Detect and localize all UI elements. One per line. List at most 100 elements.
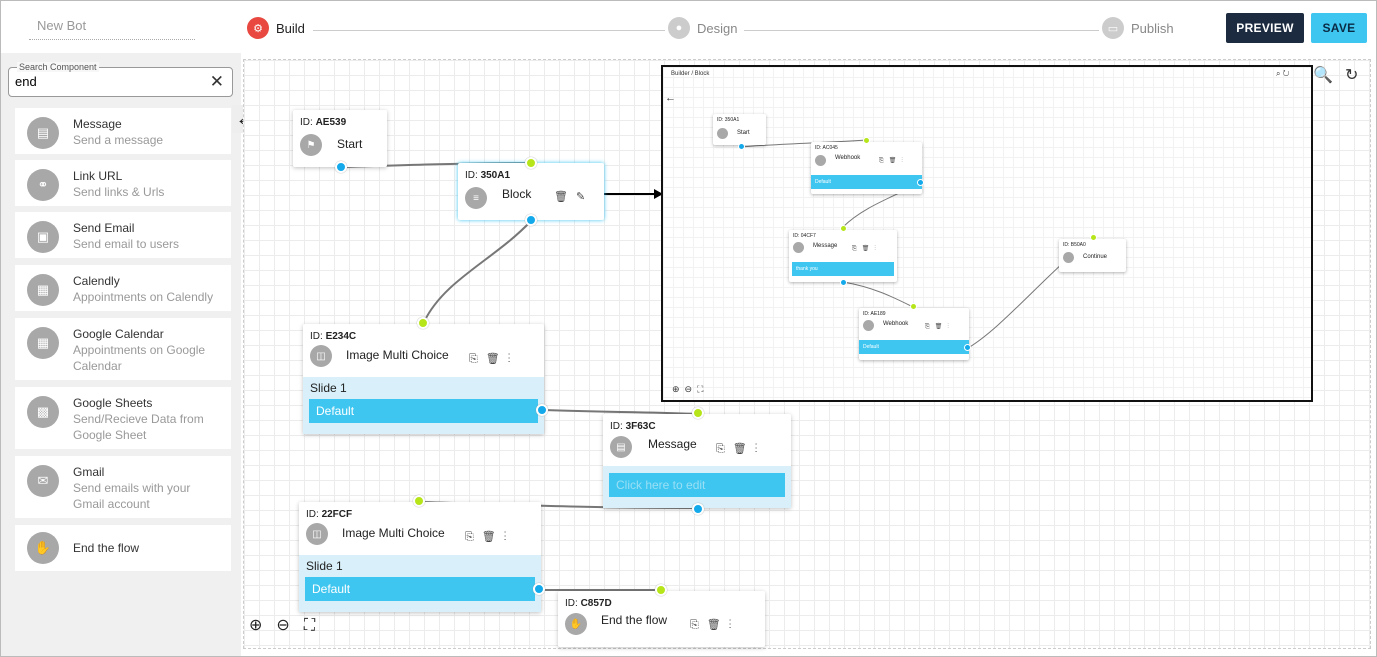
component-subtitle: Send emails with your Gmail account [73,481,191,511]
fit-screen-icon[interactable]: ⛶ [303,617,330,634]
option-bar[interactable]: Default [309,399,538,423]
node-name: Message [648,437,697,451]
input-port[interactable] [655,584,667,596]
component-title: Google Calendar [73,327,164,341]
input-port[interactable] [413,495,425,507]
preview-line [842,281,914,308]
component-subtitle: Appointments on Calendly [73,290,214,304]
node-message[interactable]: ID: 3F63C ▤ Message ⎘🗑⋮ Click here to ed… [603,414,791,508]
message-icon: ▤ [27,117,59,149]
preview-port [840,225,847,232]
node-block[interactable]: ID: 350A1 ≡ Block 🗑✎ [458,163,604,220]
mail-icon: ✉ [27,465,59,497]
component-end-the-flow[interactable]: ✋ End the flow [15,525,231,571]
connection-line [423,220,532,323]
component-subtitle: Send email to users [73,237,180,251]
search-label: Search Component [17,62,99,72]
flag-icon [717,128,728,139]
step-publish-label: Publish [1131,20,1174,36]
preview-node-id: ID: AE189 [863,311,886,317]
node-actions[interactable]: ⎘🗑⋮ [716,443,766,455]
node-actions[interactable]: ⎘🗑⋮ [465,531,515,543]
component-subtitle: Appointments on Google Calendar [73,343,206,373]
node-start[interactable]: ID: AE539 ⚑ Start [293,110,387,167]
option-bar[interactable]: Default [305,577,535,601]
hand-stop-icon: ✋ [565,613,587,635]
preview-node-name: Start [737,130,750,136]
connection-line [543,409,700,415]
save-button[interactable]: SAVE [1311,13,1367,43]
message-edit-field[interactable]: Click here to edit [609,473,785,497]
output-port[interactable] [525,214,537,226]
node-id: ID: C857D [565,598,612,609]
message-icon: ▤ [610,436,632,458]
preview-node-actions: ⎘🗑⋮ [879,158,908,164]
block-preview-panel: Builder / Block ⌕ ↻ ← ID: 350A1 Start ID… [661,65,1313,402]
node-image-multi-choice[interactable]: ID: E234C ◫ Image Multi Choice ⎘🗑⋮ Slide… [303,324,544,434]
step-publish[interactable]: ▭ Publish [1102,17,1174,39]
search-component-field[interactable]: Search Component ✕ [8,62,233,97]
step-connector [744,30,1099,31]
preview-node-message[interactable]: ID: 04CF7 Message ⎘🗑⋮ thank you [789,230,897,282]
input-port[interactable] [525,157,537,169]
preview-port [863,137,870,144]
preview-node-id: ID: 04CF7 [793,233,816,239]
search-icon[interactable]: 🔍 [1313,67,1333,84]
preview-port [840,279,847,286]
node-end-the-flow[interactable]: ID: C857D ✋ End the flow ⎘🗑⋮ [558,591,765,647]
refresh-icon[interactable]: ↻ [1345,67,1359,84]
preview-node-webhook[interactable]: ID: AC045 Webhook ⎘🗑⋮ Default [811,142,922,194]
preview-node-start[interactable]: ID: 350A1 Start [713,114,766,145]
calendar-icon: ▦ [27,327,59,359]
preview-line [740,139,867,148]
zoom-controls: ⊕⊖⛶ [249,615,329,635]
preview-node-continue[interactable]: ID: B50A0 Continue [1059,239,1126,272]
node-actions[interactable]: 🗑✎ [554,191,594,203]
preview-back-arrow-icon[interactable]: ← [665,92,676,104]
node-name: Start [337,137,363,151]
block-icon [1063,252,1074,263]
output-port[interactable] [692,503,704,515]
output-port[interactable] [536,404,548,416]
slide-section: Slide 1 Default [303,377,544,434]
zoom-out-icon[interactable]: ⊖ [276,617,304,634]
output-port[interactable] [335,161,347,173]
step-build[interactable]: ⚙ Build [247,17,305,39]
close-icon[interactable]: ✕ [209,72,224,91]
bot-name-field[interactable]: New Bot [29,18,195,40]
input-port[interactable] [417,317,429,329]
preview-port [738,143,745,150]
component-title: End the flow [73,541,140,555]
output-port[interactable] [533,583,545,595]
node-actions[interactable]: ⎘🗑⋮ [469,353,519,365]
search-input[interactable] [15,74,195,89]
node-image-multi-choice[interactable]: ID: 22FCF ◫ Image Multi Choice ⎘🗑⋮ Slide… [299,502,541,612]
preview-breadcrumb[interactable]: Builder / Block [671,71,710,77]
preview-search-icon[interactable]: ⌕ ↻ [1276,69,1290,78]
preview-node-webhook[interactable]: ID: AE189 Webhook ⎘🗑⋮ Default [859,308,969,360]
component-subtitle: Send/Recieve Data from Google Sheet [73,412,204,442]
preview-port [910,303,917,310]
preview-node-name: Webhook [883,321,909,327]
component-subtitle: Send links & Urls [73,185,165,199]
email-card-icon: ▣ [27,221,59,253]
zoom-in-icon[interactable]: ⊕ [249,617,277,634]
node-id: ID: AE539 [300,117,347,128]
input-port[interactable] [692,407,704,419]
block-icon: ≡ [465,187,487,209]
step-build-label: Build [276,20,305,36]
step-design[interactable]: ● Design [668,17,737,39]
preview-zoom-controls[interactable]: ⊕⊖⛶ [672,384,709,394]
node-actions[interactable]: ⎘🗑⋮ [690,619,740,631]
component-title: Send Email [73,221,135,235]
preview-button[interactable]: PREVIEW [1226,13,1304,43]
preview-option-bar: Default [859,340,969,354]
